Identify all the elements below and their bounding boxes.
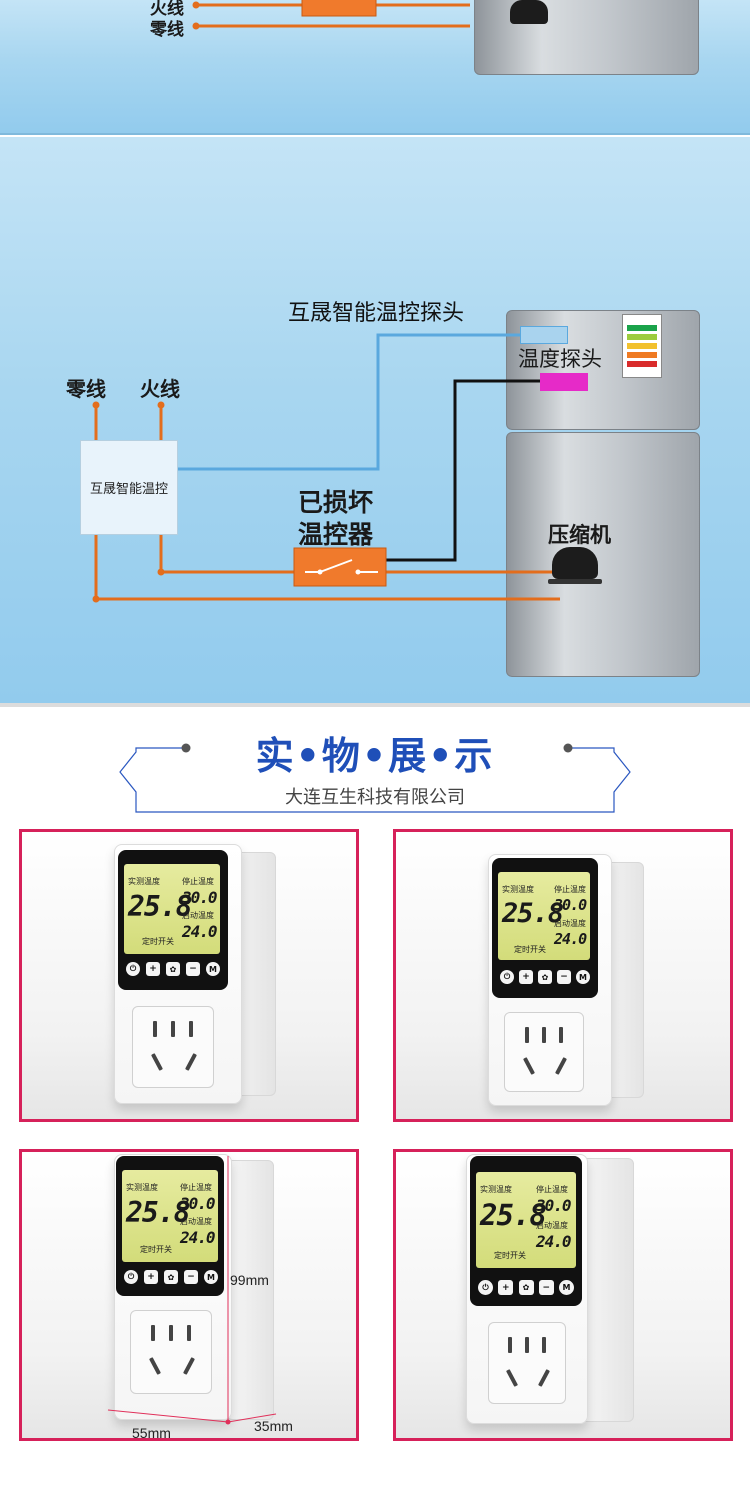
section-title: 实•物•展•示: [255, 734, 495, 778]
mode-button[interactable]: M: [559, 1280, 574, 1295]
measured-temp: 25.8: [126, 1196, 190, 1229]
measured-temp: 25.8: [128, 890, 192, 923]
button-row: ⏻ + ✿ − M: [500, 970, 590, 988]
live-wire-label: 火线: [140, 377, 180, 401]
button-row: ⏻ + ✿ − M: [126, 962, 220, 980]
top-diagram-panel: 火线 零线: [0, 0, 750, 135]
settings-button[interactable]: ✿: [538, 970, 552, 984]
stop-temp: 30.0: [554, 896, 587, 914]
minus-button[interactable]: −: [538, 1280, 554, 1295]
start-temp: 24.0: [182, 922, 218, 941]
thermostat-device: 实测温度 停止温度 25.8 30.0 启动温度 24.0 定时开关 ⏻ + ✿…: [466, 1154, 636, 1426]
thermostat-device: 实测温度 停止温度 25.8 30.0 启动温度 24.0 定时开关 ⏻ + ✿…: [114, 844, 276, 1104]
dimension-lines: [107, 1156, 277, 1425]
smart-controller-box: 互晟智能温控: [80, 440, 178, 535]
measured-temp: 25.8: [502, 898, 564, 929]
fridge-lower: [506, 432, 700, 677]
minus-button[interactable]: −: [557, 970, 571, 984]
main-diagram-panel: 互晟智能温控 互晟智能温控探头 温度探头 零线 火线 已损坏 温控器 压缩机: [0, 137, 750, 703]
probe-wire: [178, 333, 522, 471]
broken-thermostat-switch: [293, 547, 387, 587]
probe-sensor-blue: [520, 326, 568, 344]
stop-temp: 30.0: [180, 1194, 216, 1213]
thermostat-device: 实测温度 停止温度 25.8 30.0 启动温度 24.0 定时开关 ⏻ + ✿…: [488, 854, 650, 1106]
section-divider: [0, 703, 750, 707]
start-temp: 24.0: [180, 1228, 216, 1247]
power-button[interactable]: ⏻: [126, 962, 140, 976]
measured-temp: 25.8: [480, 1198, 547, 1232]
energy-label: [622, 314, 662, 378]
probe-label: 温度探头: [518, 347, 602, 371]
product-photo-4: 实测温度 停止温度 25.8 30.0 启动温度 24.0 定时开关 ⏻ + ✿…: [393, 1149, 733, 1441]
neutral-wire-label: 零线: [66, 377, 106, 401]
top-fridge: [474, 0, 699, 75]
compressor-label: 压缩机: [548, 523, 611, 547]
power-button[interactable]: ⏻: [124, 1270, 138, 1284]
probe-sensor-magenta: [540, 373, 588, 391]
button-row: ⏻ + ✿ − M: [478, 1280, 574, 1298]
width-dimension: 55mm: [132, 1425, 171, 1441]
compressor-icon: [552, 547, 598, 579]
power-socket: [504, 1012, 584, 1092]
button-row: ⏻ + ✿ − M: [124, 1270, 218, 1288]
power-button[interactable]: ⏻: [500, 970, 514, 984]
plus-button[interactable]: +: [144, 1270, 158, 1284]
power-socket: [488, 1322, 566, 1404]
settings-button[interactable]: ✿: [166, 962, 180, 976]
top-compressor-icon: [510, 0, 548, 24]
wiring-svg: [92, 333, 560, 603]
height-dimension: 99mm: [230, 1272, 269, 1288]
product-photo-3: 实测温度 停止温度 25.8 30.0 启动温度 24.0 定时开关 ⏻ + ✿…: [19, 1149, 359, 1441]
plus-button[interactable]: +: [519, 970, 533, 984]
start-temp: 24.0: [554, 930, 587, 948]
smart-controller-label: 互晟智能温控: [89, 482, 168, 497]
start-temp: 24.0: [536, 1232, 572, 1251]
top-live-wire-label: 火线: [150, 0, 184, 19]
product-photo-2: 实测温度 停止温度 25.8 30.0 启动温度 24.0 定时开关 ⏻ + ✿…: [393, 829, 733, 1122]
lcd-display: 实测温度 停止温度 25.8 30.0 启动温度 24.0 定时开关: [124, 864, 220, 954]
depth-dimension: 35mm: [254, 1418, 293, 1434]
thermostat-device: 实测温度 停止温度 25.8 30.0 启动温度 24.0 定时开关 ⏻ + ✿…: [114, 1154, 276, 1422]
sensor-wire: [385, 379, 540, 562]
top-switch: [301, 0, 377, 17]
product-photo-1: 实测温度 停止温度 25.8 30.0 启动温度 24.0 定时开关 ⏻ + ✿…: [19, 829, 359, 1122]
plus-button[interactable]: +: [498, 1280, 514, 1295]
stop-temp: 30.0: [182, 888, 218, 907]
probe-title: 互晟智能温控探头: [288, 301, 465, 326]
plus-button[interactable]: +: [146, 962, 160, 976]
settings-button[interactable]: ✿: [164, 1270, 178, 1284]
lcd-display: 实测温度 停止温度 25.8 30.0 启动温度 24.0 定时开关: [122, 1170, 218, 1262]
top-neutral-wire-label: 零线: [150, 20, 184, 40]
lcd-display: 实测温度 停止温度 25.8 30.0 启动温度 24.0 定时开关: [498, 872, 590, 960]
mode-button[interactable]: M: [576, 970, 590, 984]
stop-temp: 30.0: [536, 1196, 572, 1215]
power-socket: [132, 1006, 214, 1088]
company-name: 大连互生科技有限公司: [285, 787, 465, 808]
mode-button[interactable]: M: [206, 962, 220, 976]
broken-label-line1: 已损坏: [298, 488, 374, 517]
settings-button[interactable]: ✿: [518, 1280, 534, 1295]
power-button[interactable]: ⏻: [478, 1280, 493, 1295]
lcd-display: 实测温度 停止温度 25.8 30.0 启动温度 24.0 定时开关: [476, 1172, 576, 1268]
mode-button[interactable]: M: [204, 1270, 218, 1284]
broken-label-line2: 温控器: [298, 520, 374, 549]
minus-button[interactable]: −: [186, 962, 200, 976]
section-ornament: [119, 743, 631, 813]
minus-button[interactable]: −: [184, 1270, 198, 1284]
top-wiring-svg: [192, 0, 470, 30]
power-socket: [130, 1310, 212, 1394]
